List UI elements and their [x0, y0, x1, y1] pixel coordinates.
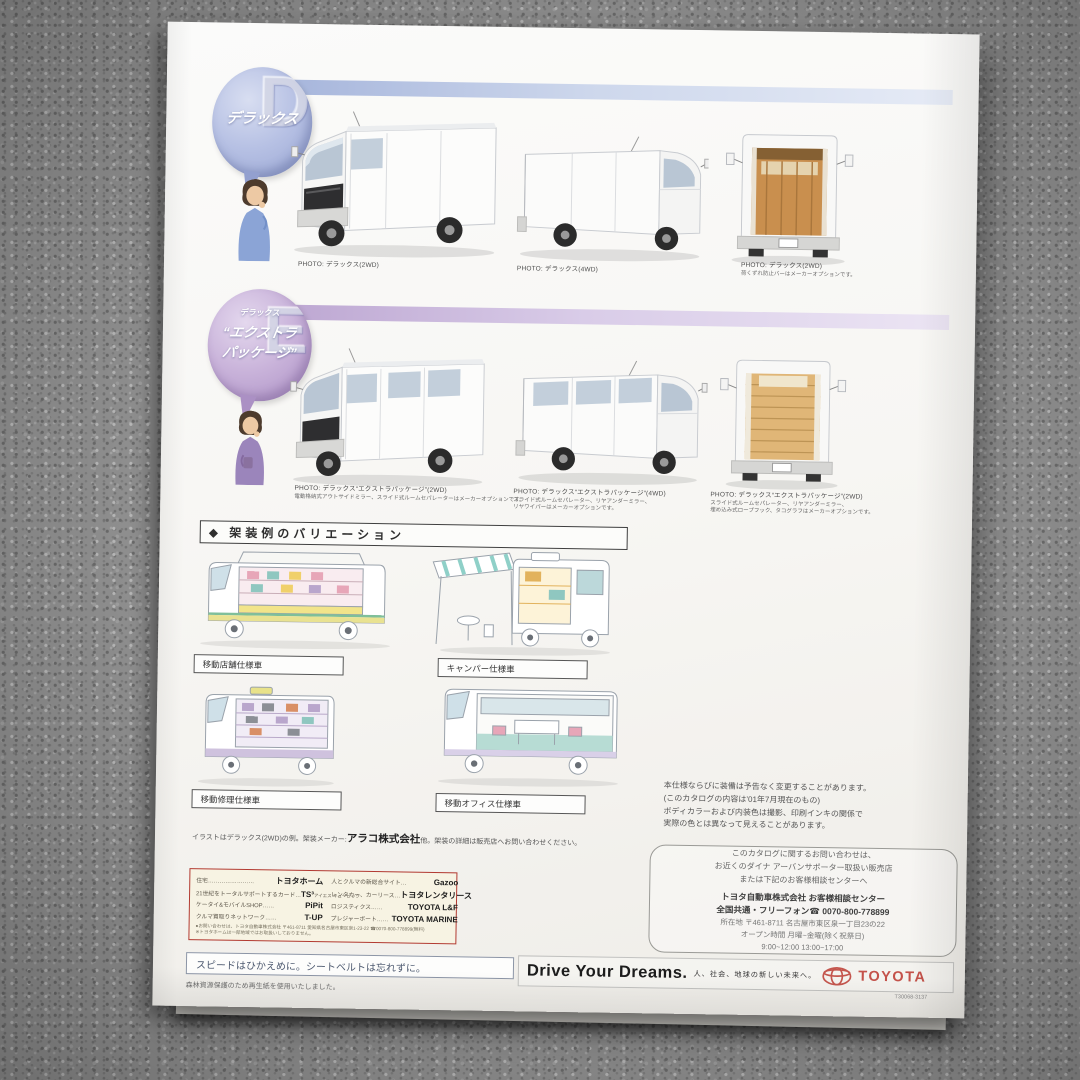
- photo-caption: PHOTO: デラックス(2WD): [297, 260, 380, 270]
- service-row-rent: レンタカー、カーリース… トヨタレンタリース: [331, 889, 472, 901]
- brand-footer-box: Drive Your Dreams. 人、社会、地球の新しい未来へ。 TOYOT…: [517, 955, 955, 994]
- photo-caption: PHOTO: デラックス(4WD): [516, 265, 599, 274]
- contact-line1: このカタログに関するお問い合わせは、: [731, 848, 876, 860]
- extra-rear-open-van-photo: [713, 352, 851, 492]
- variation-label-mobile-repair: 移動修理仕様車: [191, 789, 342, 811]
- contact-company: トヨタ自動車株式会社 お客様相談センター: [721, 891, 886, 904]
- photo-caption: PHOTO: デラックス(2WD) 荷くずれ防止バーはメーカーオプションです。: [740, 261, 856, 279]
- variation-label-camper: キャンパー仕様車: [437, 658, 588, 680]
- contact-hours2: 9:00~12:00 13:00~17:00: [761, 942, 844, 953]
- service-row-home: 住宅…………………… トヨタホーム: [196, 876, 324, 887]
- extra-woman-figure: [225, 407, 276, 486]
- variations-section-header: ◆ 架装例のバリエーション: [199, 520, 628, 550]
- service-row-gazoo: 人とクルマの新総合サイト… Gazoo: [331, 877, 459, 888]
- service-row-tup: クルマ買取りネットワーク…… T-UP: [195, 912, 323, 922]
- illustration-mobile-shop-van: [190, 550, 402, 653]
- deluxe-2wd-front-van-photo: [289, 109, 506, 262]
- illustration-mobile-office-van: [428, 681, 630, 792]
- brochure-page: D デラックス: [152, 21, 980, 1019]
- drive-your-dreams-slogan: Drive Your Dreams.: [526, 961, 688, 982]
- extra-bubble-subtitle: デラックス: [239, 307, 281, 318]
- recycled-paper-note: 森林資源保護のため再生紙を使用いたしました。: [185, 982, 340, 992]
- photo-caption: PHOTO: デラックス“エクストラパッケージ”(2WD) スライド式ルームセパ…: [710, 491, 874, 517]
- extra-2wd-front-van-photo: [282, 346, 499, 491]
- extra-section-band: [285, 304, 950, 330]
- customer-contact-box: このカタログに関するお問い合わせは、 お近くのダイナ アーバンサポーター取扱い販…: [648, 844, 958, 958]
- photo-caption: PHOTO: デラックス“エクストラパッケージ”(4WD) スライド式ルームセパ…: [513, 488, 666, 513]
- variations-header-text: ◆ 架装例のバリエーション: [208, 525, 406, 543]
- contact-hours: オープン時間 月曜~金曜(除く祝祭日): [740, 929, 865, 941]
- deluxe-section-band: [288, 79, 953, 106]
- body-maker-name: アラコ株式会社: [346, 832, 421, 846]
- illustration-note: イラストはデラックス(2WD)の例。架装メーカー:アラコ株式会社他。架装の詳細は…: [191, 832, 582, 848]
- extra-bubble-title-line1: “エクストラ: [221, 324, 298, 341]
- safety-message-box: スピードはひかえめに。シートベルトは忘れずに。: [185, 952, 515, 980]
- service-row-marine: プレジャーボート…… TOYOTA MARINE: [330, 913, 458, 924]
- service-row-lf: ロジスティクス…… TOYOTA L&F: [330, 902, 458, 913]
- variation-label-mobile-shop: 移動店舗仕様車: [193, 654, 344, 676]
- deluxe-woman-figure: [228, 175, 281, 262]
- toyota-wordmark: TOYOTA: [858, 968, 927, 986]
- catalog-code: T30068-3137: [894, 994, 928, 1001]
- brand-tagline: 人、社会、地球の新しい未来へ。: [693, 968, 817, 980]
- extra-4wd-side-van-photo: [509, 357, 709, 488]
- deluxe-rear-open-van-photo: [722, 126, 856, 268]
- variation-label-mobile-office: 移動オフィス仕様車: [435, 792, 586, 815]
- service-row-pipit: ケータイ&モバイルSHOP…… PiPit: [195, 900, 323, 911]
- toyota-emblem-icon: [822, 966, 852, 986]
- illustration-mobile-repair-van: [191, 684, 343, 791]
- photo-caption: PHOTO: デラックス“エクストラパッケージ”(2WD) 電動格納式アウトサイ…: [294, 484, 525, 504]
- contact-line3: または下記のお客様相談センターへ: [739, 874, 868, 886]
- spec-disclaimer: 本仕様ならびに装備は予告なく変更することがあります。 (このカタログの内容は’0…: [663, 780, 872, 831]
- deluxe-4wd-side-van-photo: [512, 132, 710, 265]
- service-row-ts3-card: 21世紀をトータルサポートするカード… TS³ アイエス キュービック: [196, 889, 360, 899]
- toyota-services-box: 住宅…………………… トヨタホーム 21世紀をトータルサポートするカード… TS…: [188, 868, 472, 945]
- illustration-camper-van: [430, 548, 617, 661]
